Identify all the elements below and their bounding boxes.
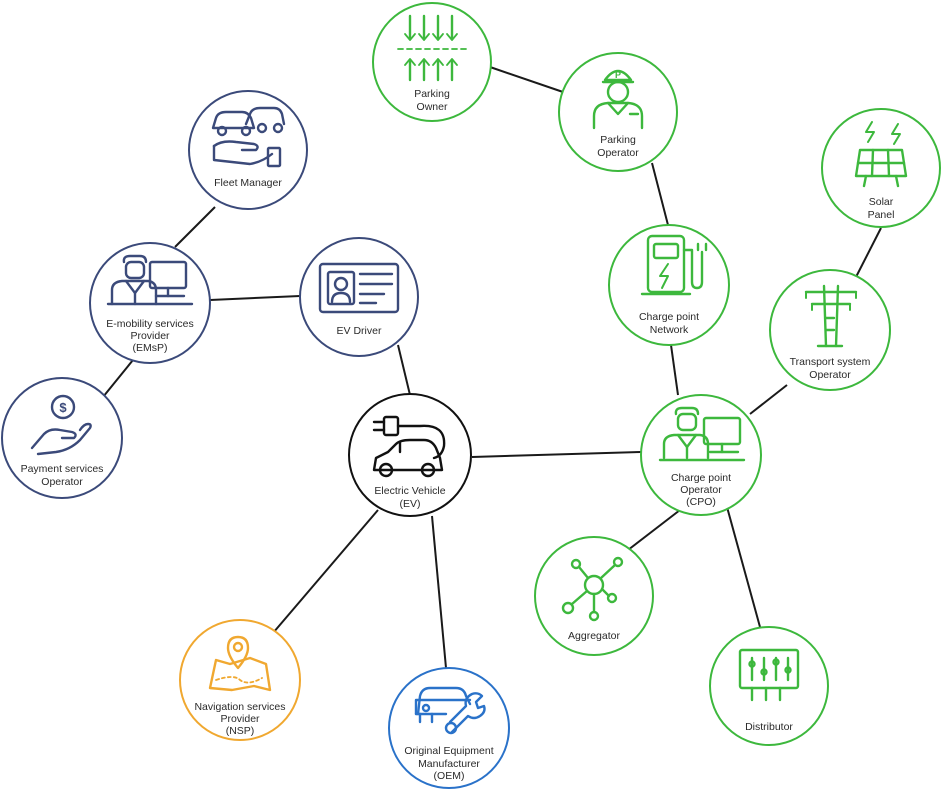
node-oem[interactable]: Original Equipment Manufacturer (OEM) bbox=[388, 667, 510, 789]
connector-emsp-payment bbox=[102, 359, 134, 398]
connector-cp-network-cpo bbox=[670, 344, 679, 396]
solar-panel-icon bbox=[854, 121, 908, 188]
node-ev[interactable]: Electric Vehicle (EV) bbox=[348, 393, 472, 517]
ev-label-line1: Electric Vehicle bbox=[374, 485, 445, 497]
parking-bays-icon bbox=[397, 14, 467, 82]
person-at-computer-icon bbox=[658, 406, 746, 462]
parking-owner-label-line2: Owner bbox=[417, 101, 448, 113]
tso-label-line1: Transport system bbox=[790, 356, 871, 368]
node-fleet-manager[interactable]: Fleet Manager bbox=[188, 90, 308, 210]
ev-label-line2: (EV) bbox=[400, 498, 421, 510]
oem-label-line2: Manufacturer bbox=[418, 758, 480, 770]
parking-operator-label-line1: Parking bbox=[600, 134, 636, 146]
emsp-label-line3: (EMsP) bbox=[133, 342, 168, 354]
cp-network-label-line2: Network bbox=[650, 324, 689, 336]
nsp-label-line3: (NSP) bbox=[226, 725, 255, 737]
node-solar-panel[interactable]: Solar Panel bbox=[821, 108, 941, 228]
node-tso[interactable]: Transport system Operator bbox=[769, 269, 891, 391]
parking-operator-label-line2: Operator bbox=[597, 147, 639, 159]
node-cp-network[interactable]: Charge point Network bbox=[608, 224, 730, 346]
tso-label-line2: Operator bbox=[809, 369, 851, 381]
parking-attendant-icon: P bbox=[592, 69, 644, 130]
emsp-label-line1: E-mobility services bbox=[106, 318, 194, 330]
connector-evdriver-ev bbox=[397, 344, 411, 396]
cpo-label-line1: Charge point bbox=[671, 472, 731, 484]
payment-label-line1: Payment services bbox=[21, 463, 104, 475]
node-parking-operator[interactable]: P Parking Operator bbox=[558, 52, 678, 172]
nsp-label-line2: Provider bbox=[220, 713, 260, 725]
connector-parking-owner-parking-operator bbox=[489, 66, 564, 93]
ev-driver-label: EV Driver bbox=[337, 325, 382, 337]
oem-label-line1: Original Equipment bbox=[404, 745, 493, 757]
node-distributor[interactable]: Distributor bbox=[709, 626, 829, 746]
node-payment[interactable]: $ Payment services Operator bbox=[1, 377, 123, 499]
driver-id-card-icon bbox=[318, 262, 400, 314]
connector-tso-cpo bbox=[749, 384, 788, 415]
charging-station-icon bbox=[640, 234, 708, 296]
oem-label-line3: (OEM) bbox=[434, 770, 465, 782]
solar-panel-label-line2: Panel bbox=[868, 209, 895, 221]
connector-cpo-aggregator bbox=[627, 509, 681, 551]
hand-coin-icon: $ bbox=[30, 394, 92, 456]
connector-emsp-evdriver bbox=[209, 295, 301, 301]
svg-text:P: P bbox=[615, 70, 621, 80]
cpo-label-line3: (CPO) bbox=[686, 496, 716, 508]
connector-solar-tso bbox=[855, 227, 882, 278]
parking-owner-label-line1: Parking bbox=[414, 88, 450, 100]
fleet-manager-label: Fleet Manager bbox=[214, 177, 282, 189]
cp-network-label-line1: Charge point bbox=[639, 311, 699, 323]
connector-fleet-emsp bbox=[174, 206, 216, 248]
map-pin-icon bbox=[208, 635, 272, 692]
node-parking-owner[interactable]: Parking Owner bbox=[372, 2, 492, 122]
connector-ev-nsp bbox=[272, 509, 379, 634]
payment-label-line2: Operator bbox=[41, 476, 83, 488]
nsp-label-line1: Navigation services bbox=[194, 701, 285, 713]
power-pylon-icon bbox=[804, 284, 858, 348]
fleet-cars-hand-icon bbox=[211, 106, 286, 168]
node-ev-driver[interactable]: EV Driver bbox=[299, 237, 419, 357]
node-cpo[interactable]: Charge point Operator (CPO) bbox=[640, 394, 762, 516]
cpo-label-line2: Operator bbox=[680, 484, 722, 496]
connector-ev-cpo bbox=[471, 451, 642, 458]
connector-parking-operator-cp-network bbox=[651, 162, 669, 226]
connector-ev-oem bbox=[431, 515, 447, 669]
connectors bbox=[102, 66, 882, 669]
solar-panel-label-line1: Solar bbox=[869, 196, 894, 208]
svg-text:$: $ bbox=[59, 400, 67, 415]
plug-car-icon bbox=[372, 415, 446, 478]
node-emsp[interactable]: E-mobility services Provider (EMsP) bbox=[89, 242, 211, 364]
control-panel-icon bbox=[738, 648, 800, 702]
person-at-computer-icon bbox=[106, 254, 194, 306]
distributor-label: Distributor bbox=[745, 721, 793, 733]
node-aggregator[interactable]: Aggregator bbox=[534, 536, 654, 656]
emsp-label-line2: Provider bbox=[130, 330, 170, 342]
connector-cpo-distributor bbox=[726, 506, 761, 628]
node-nsp[interactable]: Navigation services Provider (NSP) bbox=[179, 619, 301, 741]
car-wrench-icon bbox=[414, 686, 486, 735]
aggregator-label: Aggregator bbox=[568, 630, 620, 642]
network-hub-icon bbox=[561, 556, 624, 622]
